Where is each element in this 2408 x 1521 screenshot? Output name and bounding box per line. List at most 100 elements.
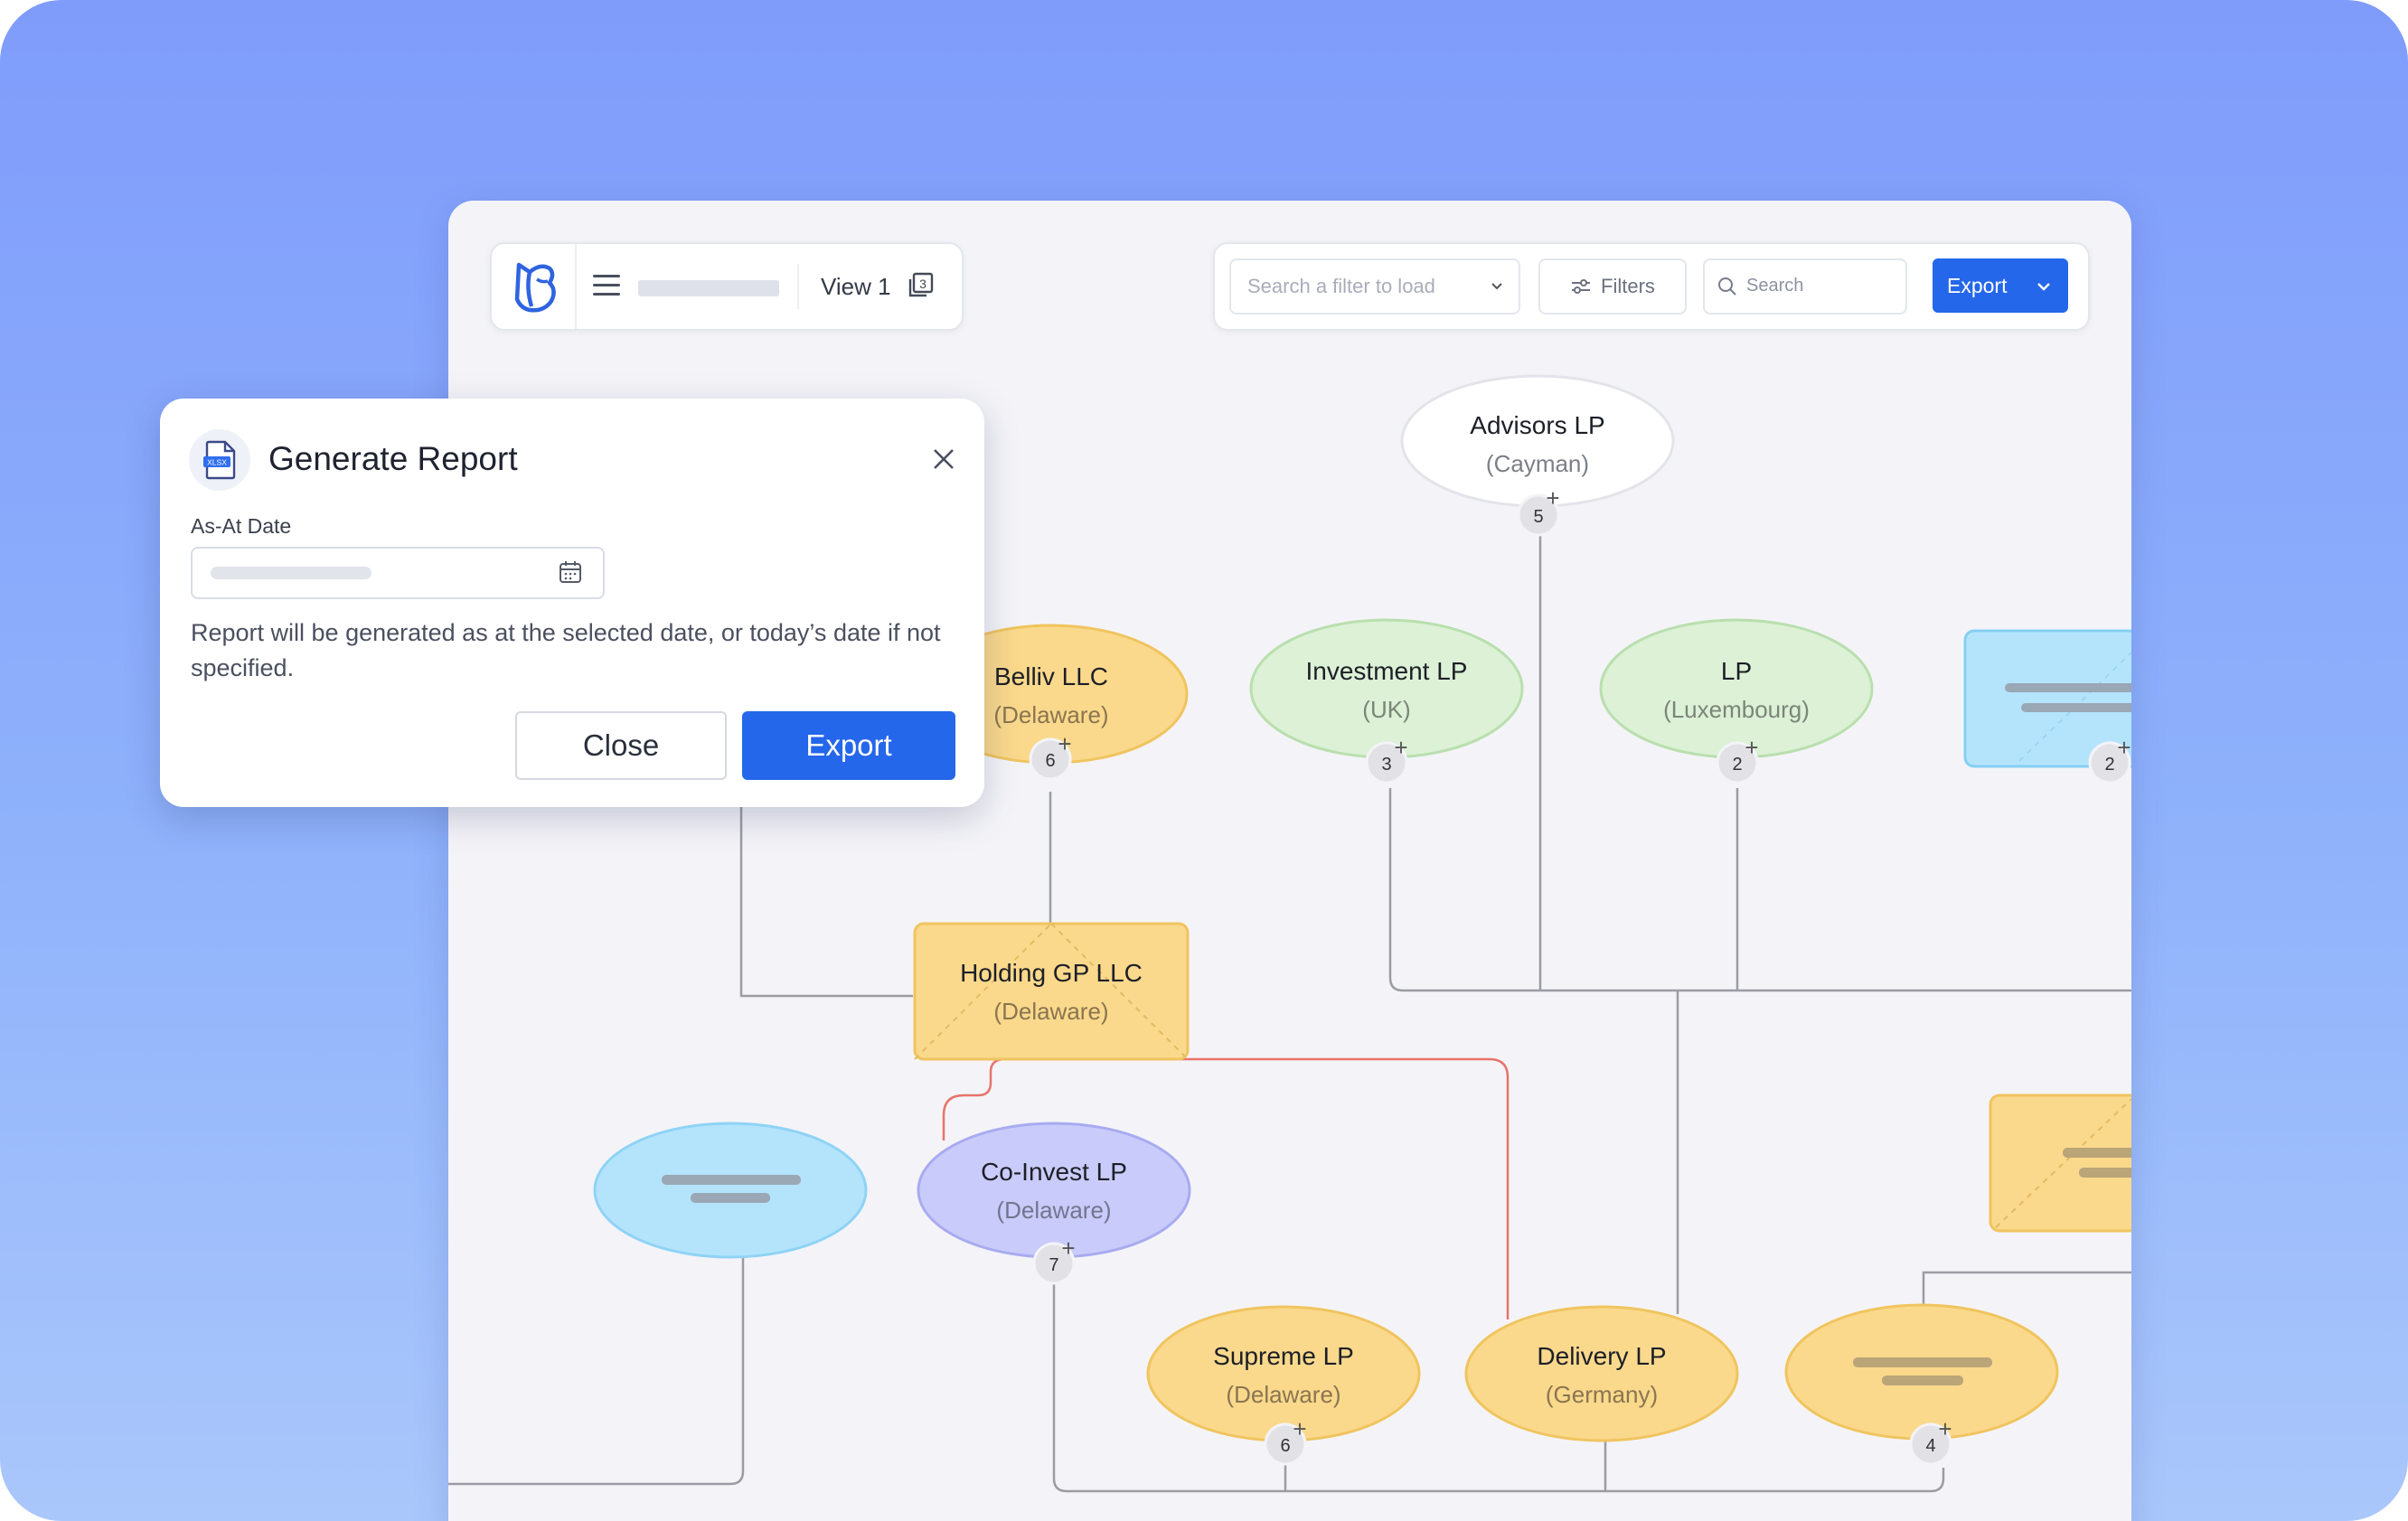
node-blue-ellipse-placeholder-line-2: [691, 1193, 770, 1203]
node-advisors-count-badge[interactable]: [1517, 493, 1560, 537]
owl-logo-icon: [514, 262, 556, 313]
node-delivery-jurisdiction: (Germany): [1546, 1381, 1658, 1408]
node-advisors-shape: [1400, 374, 1675, 508]
node-orange-rect-right[interactable]: [1989, 1094, 2131, 1233]
connector-right-orange: [1922, 1271, 2131, 1305]
node-delivery-shape: [1464, 1305, 1739, 1442]
node-investment-expand-icon[interactable]: +: [1394, 734, 1407, 761]
node-blue-rect-count-badge[interactable]: [2088, 741, 2131, 784]
connector-investment-down: [1388, 788, 2131, 992]
node-coinvest-count: 7: [1049, 1255, 1058, 1275]
xlsx-file-icon-label: XLSX: [207, 458, 227, 467]
node-orange-rect-right-diagonal: [1995, 1098, 2131, 1228]
node-orange-ellipse-right-expand-icon[interactable]: +: [1938, 1415, 1952, 1442]
node-orange-ellipse-right-placeholder-line-1: [1853, 1357, 1992, 1367]
filters-button[interactable]: Filters: [1538, 258, 1687, 315]
node-coinvest-count-badge[interactable]: [1032, 1242, 1076, 1285]
node-supreme-name: Supreme LP: [1213, 1342, 1354, 1370]
as-at-date-label: As-At Date: [191, 514, 292, 538]
views-stack-icon[interactable]: 3: [906, 271, 935, 300]
node-orange-rect-right-shape: [1989, 1094, 2131, 1233]
node-coinvest-name: Co-Invest LP: [981, 1158, 1127, 1186]
export-dropdown-button[interactable]: Export: [1933, 258, 2068, 313]
node-orange-ellipse-right-count-badge[interactable]: [1909, 1422, 1952, 1466]
node-delivery[interactable]: Delivery LP (Germany): [1464, 1305, 1739, 1442]
node-supreme-count-badge[interactable]: [1264, 1422, 1307, 1466]
saved-filter-select[interactable]: Search a filter to load: [1229, 258, 1520, 315]
view-selector-label[interactable]: View 1: [821, 273, 891, 300]
node-orange-ellipse-right[interactable]: 4 +: [1784, 1303, 2059, 1466]
workspace-title-placeholder: [638, 280, 779, 296]
export-dropdown-label: Export: [1947, 273, 2008, 297]
node-delivery-name: Delivery LP: [1537, 1342, 1666, 1370]
node-coinvest-jurisdiction: (Delaware): [996, 1197, 1111, 1224]
left-toolbar: View 1 3: [490, 242, 964, 331]
right-toolbar: Search a filter to load Filters: [1213, 242, 2090, 331]
node-investment-jurisdiction: (UK): [1362, 696, 1410, 723]
search-icon: [1718, 277, 1736, 296]
node-holding[interactable]: Holding GP LLC (Delaware): [913, 922, 1190, 1061]
structure-chart-canvas[interactable]: Advisors LP (Cayman) 5 + Belliv LLC (Del…: [448, 201, 2131, 1521]
node-belliv-expand-icon[interactable]: +: [1058, 730, 1071, 757]
sliders-icon: [1572, 279, 1591, 294]
node-coinvest-shape: [917, 1122, 1191, 1259]
node-investment-count: 3: [1381, 755, 1391, 775]
filters-button-label: Filters: [1601, 275, 1655, 297]
node-holding-jurisdiction: (Delaware): [993, 998, 1108, 1025]
node-supreme-jurisdiction: (Delaware): [1226, 1381, 1340, 1408]
xlsx-file-icon: XLSX: [189, 429, 250, 491]
export-button[interactable]: Export: [742, 711, 955, 780]
node-lp-jurisdiction: (Luxembourg): [1663, 696, 1810, 723]
node-coinvest[interactable]: Co-Invest LP (Delaware) 7 +: [917, 1122, 1191, 1285]
node-lp-name: LP: [1721, 657, 1752, 685]
search-field[interactable]: [1703, 258, 1907, 315]
node-coinvest-expand-icon[interactable]: +: [1061, 1235, 1075, 1262]
node-blue-rect[interactable]: 2 +: [1963, 629, 2131, 784]
node-holding-name: Holding GP LLC: [960, 959, 1143, 987]
menu-icon[interactable]: [593, 275, 620, 298]
dialog-description: Report will be generated as at the selec…: [191, 619, 941, 681]
node-blue-ellipse[interactable]: [593, 1122, 868, 1259]
node-blue-rect-shape: [1963, 629, 2131, 768]
node-advisors-jurisdiction: (Cayman): [1486, 450, 1589, 477]
close-button[interactable]: Close: [515, 711, 727, 780]
node-supreme[interactable]: Supreme LP (Delaware) 6 +: [1146, 1305, 1421, 1466]
app-logo[interactable]: [492, 244, 577, 329]
node-advisors-count: 5: [1533, 507, 1543, 527]
calendar-icon[interactable]: [558, 559, 583, 585]
node-lp-count-badge[interactable]: [1716, 741, 1759, 784]
dialog-title: Generate Report: [268, 440, 518, 477]
node-supreme-expand-icon[interactable]: +: [1293, 1415, 1306, 1442]
generate-report-dialog: XLSX Generate Report As-At Date Report w…: [160, 399, 984, 807]
connector-left-holding: [739, 761, 913, 998]
chevron-down-icon: [2037, 283, 2050, 291]
node-blue-ellipse-placeholder-line-1: [662, 1175, 801, 1185]
as-at-date-input[interactable]: [191, 547, 605, 599]
chevron-down-icon: [1491, 283, 1502, 290]
connector-red-ownership: [942, 1057, 1510, 1319]
connector-blue-ellipse-down: [448, 1258, 745, 1486]
node-blue-rect-placeholder-line-2: [2021, 703, 2131, 712]
node-belliv-count: 6: [1045, 751, 1055, 771]
node-blue-ellipse-shape: [593, 1122, 868, 1259]
node-orange-rect-right-placeholder-line-2: [2079, 1168, 2131, 1178]
close-icon[interactable]: [928, 444, 959, 474]
search-input[interactable]: [1745, 271, 1893, 300]
node-advisors[interactable]: Advisors LP (Cayman) 5 +: [1400, 374, 1675, 537]
connector-bottom-bus: [1052, 1282, 1945, 1493]
node-investment-count-badge[interactable]: [1365, 741, 1408, 784]
node-blue-rect-expand-icon[interactable]: +: [2117, 734, 2131, 761]
node-lp-count: 2: [1732, 755, 1742, 775]
node-advisors-expand-icon[interactable]: +: [1546, 484, 1559, 512]
node-lp[interactable]: LP (Luxembourg) 2 +: [1599, 618, 1874, 784]
toolbar-divider: [797, 264, 799, 309]
node-holding-shape: [913, 922, 1190, 1061]
node-advisors-name: Advisors LP: [1470, 411, 1604, 439]
node-investment-shape: [1249, 618, 1524, 759]
node-belliv-count-badge[interactable]: [1029, 737, 1072, 781]
node-lp-expand-icon[interactable]: +: [1745, 734, 1758, 761]
node-investment-name: Investment LP: [1306, 657, 1468, 685]
node-belliv-name: Belliv LLC: [994, 662, 1108, 690]
node-investment[interactable]: Investment LP (UK) 3 +: [1249, 618, 1524, 784]
